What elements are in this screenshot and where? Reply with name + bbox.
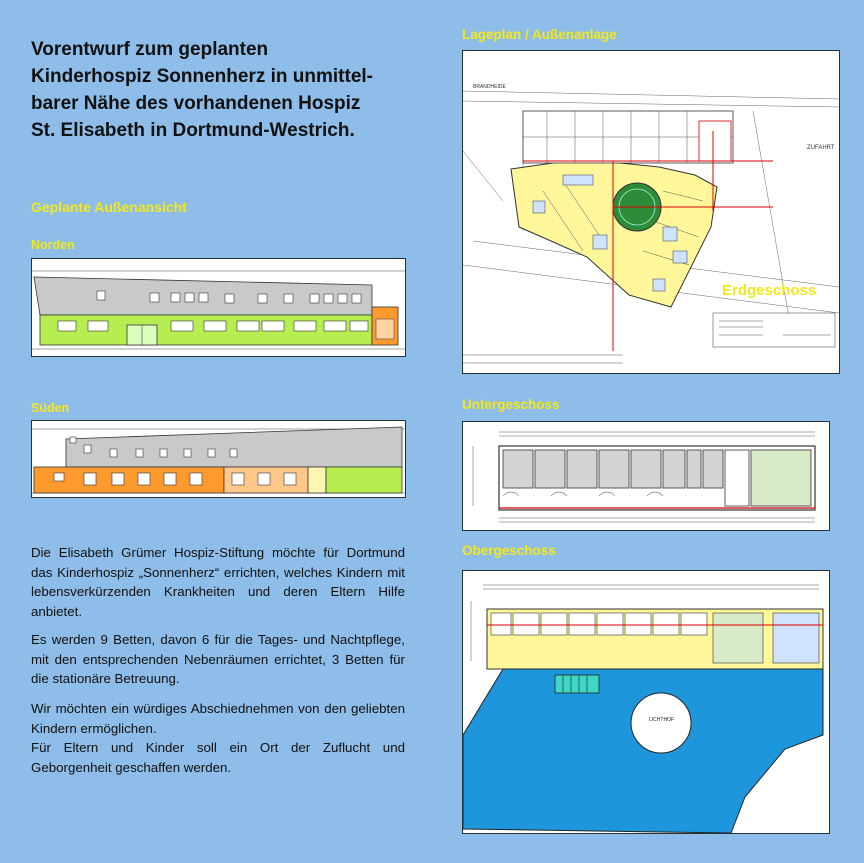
elevation-section-heading: Geplante Außenansicht xyxy=(31,199,187,215)
ground-floor-label: Erdgeschoss xyxy=(722,282,817,299)
basement-label: Untergeschoss xyxy=(462,397,560,412)
basement-plan-drawing xyxy=(462,421,830,531)
description-paragraph-3: Wir möchten ein würdiges Abschiednehmen … xyxy=(31,701,405,736)
zufahrt-label: ZUFAHRT xyxy=(807,145,835,151)
site-plan-label: Lageplan / Außenanlage xyxy=(462,27,617,42)
lichthof-label: LICHTHOF xyxy=(649,717,674,723)
north-elevation-label: Norden xyxy=(31,238,75,252)
description-paragraph-1: Die Elisabeth Grümer Hospiz-Stiftung möc… xyxy=(31,545,405,619)
upper-floor-plan-drawing: LICHTHOF xyxy=(462,570,830,834)
upper-floor-label: Obergeschoss xyxy=(462,543,556,558)
north-elevation-drawing xyxy=(31,258,406,357)
page-title: Vorentwurf zum geplanten Kinderhospiz So… xyxy=(31,39,373,141)
description-paragraph-4: Für Eltern und Kinder soll ein Ort der Z… xyxy=(31,740,405,775)
south-elevation-drawing xyxy=(31,420,406,498)
brandheide-street-label: BRANDHEIDE xyxy=(473,84,506,90)
site-plan-drawing: BRANDHEIDE ZUFAHRT xyxy=(462,50,840,374)
description-paragraph-2: Es werden 9 Betten, davon 6 für die Tage… xyxy=(31,632,405,687)
south-elevation-label: Süden xyxy=(31,401,70,415)
